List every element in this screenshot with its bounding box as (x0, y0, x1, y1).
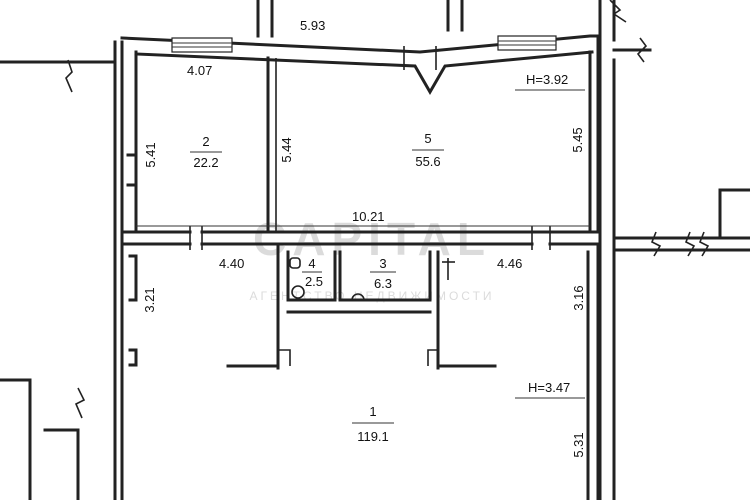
room-4-label: 4 2.5 (302, 256, 323, 289)
dimension-lines (136, 89, 590, 399)
dim-5-93: 5.93 (300, 18, 325, 33)
room-5-label: 5 55.6 (412, 131, 444, 169)
dim-4-07: 4.07 (187, 63, 212, 78)
room-1-label: 1 119.1 (352, 404, 394, 444)
room-2-number: 2 (202, 134, 209, 149)
room-1-area: 119.1 (357, 429, 389, 444)
room-1-number: 1 (369, 404, 376, 419)
dim-5-41: 5.41 (143, 142, 158, 167)
room-2-area: 22.2 (193, 155, 218, 170)
dim-5-44: 5.44 (279, 137, 294, 162)
dim-5-45: 5.45 (570, 127, 585, 152)
room-5-area: 55.6 (415, 154, 440, 169)
toilet-fixture (291, 285, 305, 299)
dim-4-40: 4.40 (219, 256, 244, 271)
height-lower: H=3.47 (528, 380, 570, 395)
window-room-2 (171, 37, 233, 53)
room-5-number: 5 (424, 131, 431, 146)
windows (171, 35, 557, 53)
room-labels: 2 22.2 5 55.6 4 2.5 3 6.3 1 119.1 (190, 131, 444, 444)
fixtures (189, 46, 551, 301)
room-3-number: 3 (379, 256, 386, 271)
apartment-walls (120, 34, 600, 500)
dim-3-16: 3.16 (571, 285, 586, 310)
dim-5-31: 5.31 (571, 432, 586, 457)
room-3-label: 3 6.3 (370, 256, 396, 291)
bath-fixture (351, 293, 365, 301)
dim-4-46: 4.46 (497, 256, 522, 271)
sink-fixture (289, 257, 301, 269)
dim-10-21: 10.21 (352, 209, 385, 224)
room-4-area: 2.5 (305, 274, 323, 289)
dim-3-21: 3.21 (142, 287, 157, 312)
dimension-labels: 5.93 4.07 5.41 5.44 5.45 10.21 4.40 4.46… (142, 18, 586, 458)
height-upper: H=3.92 (526, 72, 568, 87)
window-room-5 (497, 35, 557, 51)
ceiling-heights: H=3.92 H=3.47 (526, 72, 570, 395)
watermark-brand: CAPITAL (253, 213, 491, 265)
room-3-area: 6.3 (374, 276, 392, 291)
room-2-label: 2 22.2 (190, 134, 222, 170)
room-4-number: 4 (308, 256, 315, 271)
